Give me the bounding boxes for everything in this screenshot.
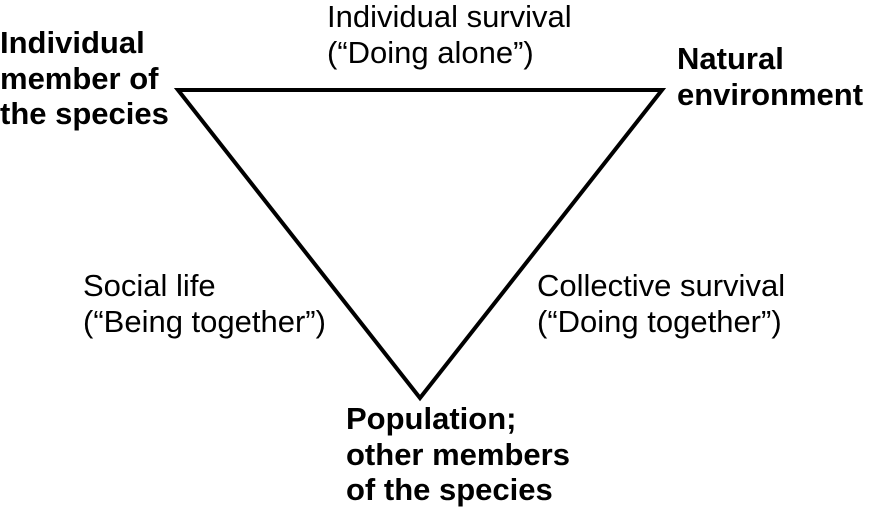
triangle-outline [173, 88, 667, 402]
vertex-label-natural-environment: Natural environment [677, 41, 864, 112]
edge-label-individual-survival: Individual survival (“Doing alone”) [327, 0, 572, 70]
edge-label-social-life: Social life (“Being together”) [83, 268, 326, 339]
vertex-label-population: Population; other members of the species [346, 401, 570, 508]
vertex-label-individual: Individual member of the species [0, 25, 169, 132]
edge-label-collective-survival: Collective survival (“Doing together”) [537, 268, 786, 339]
